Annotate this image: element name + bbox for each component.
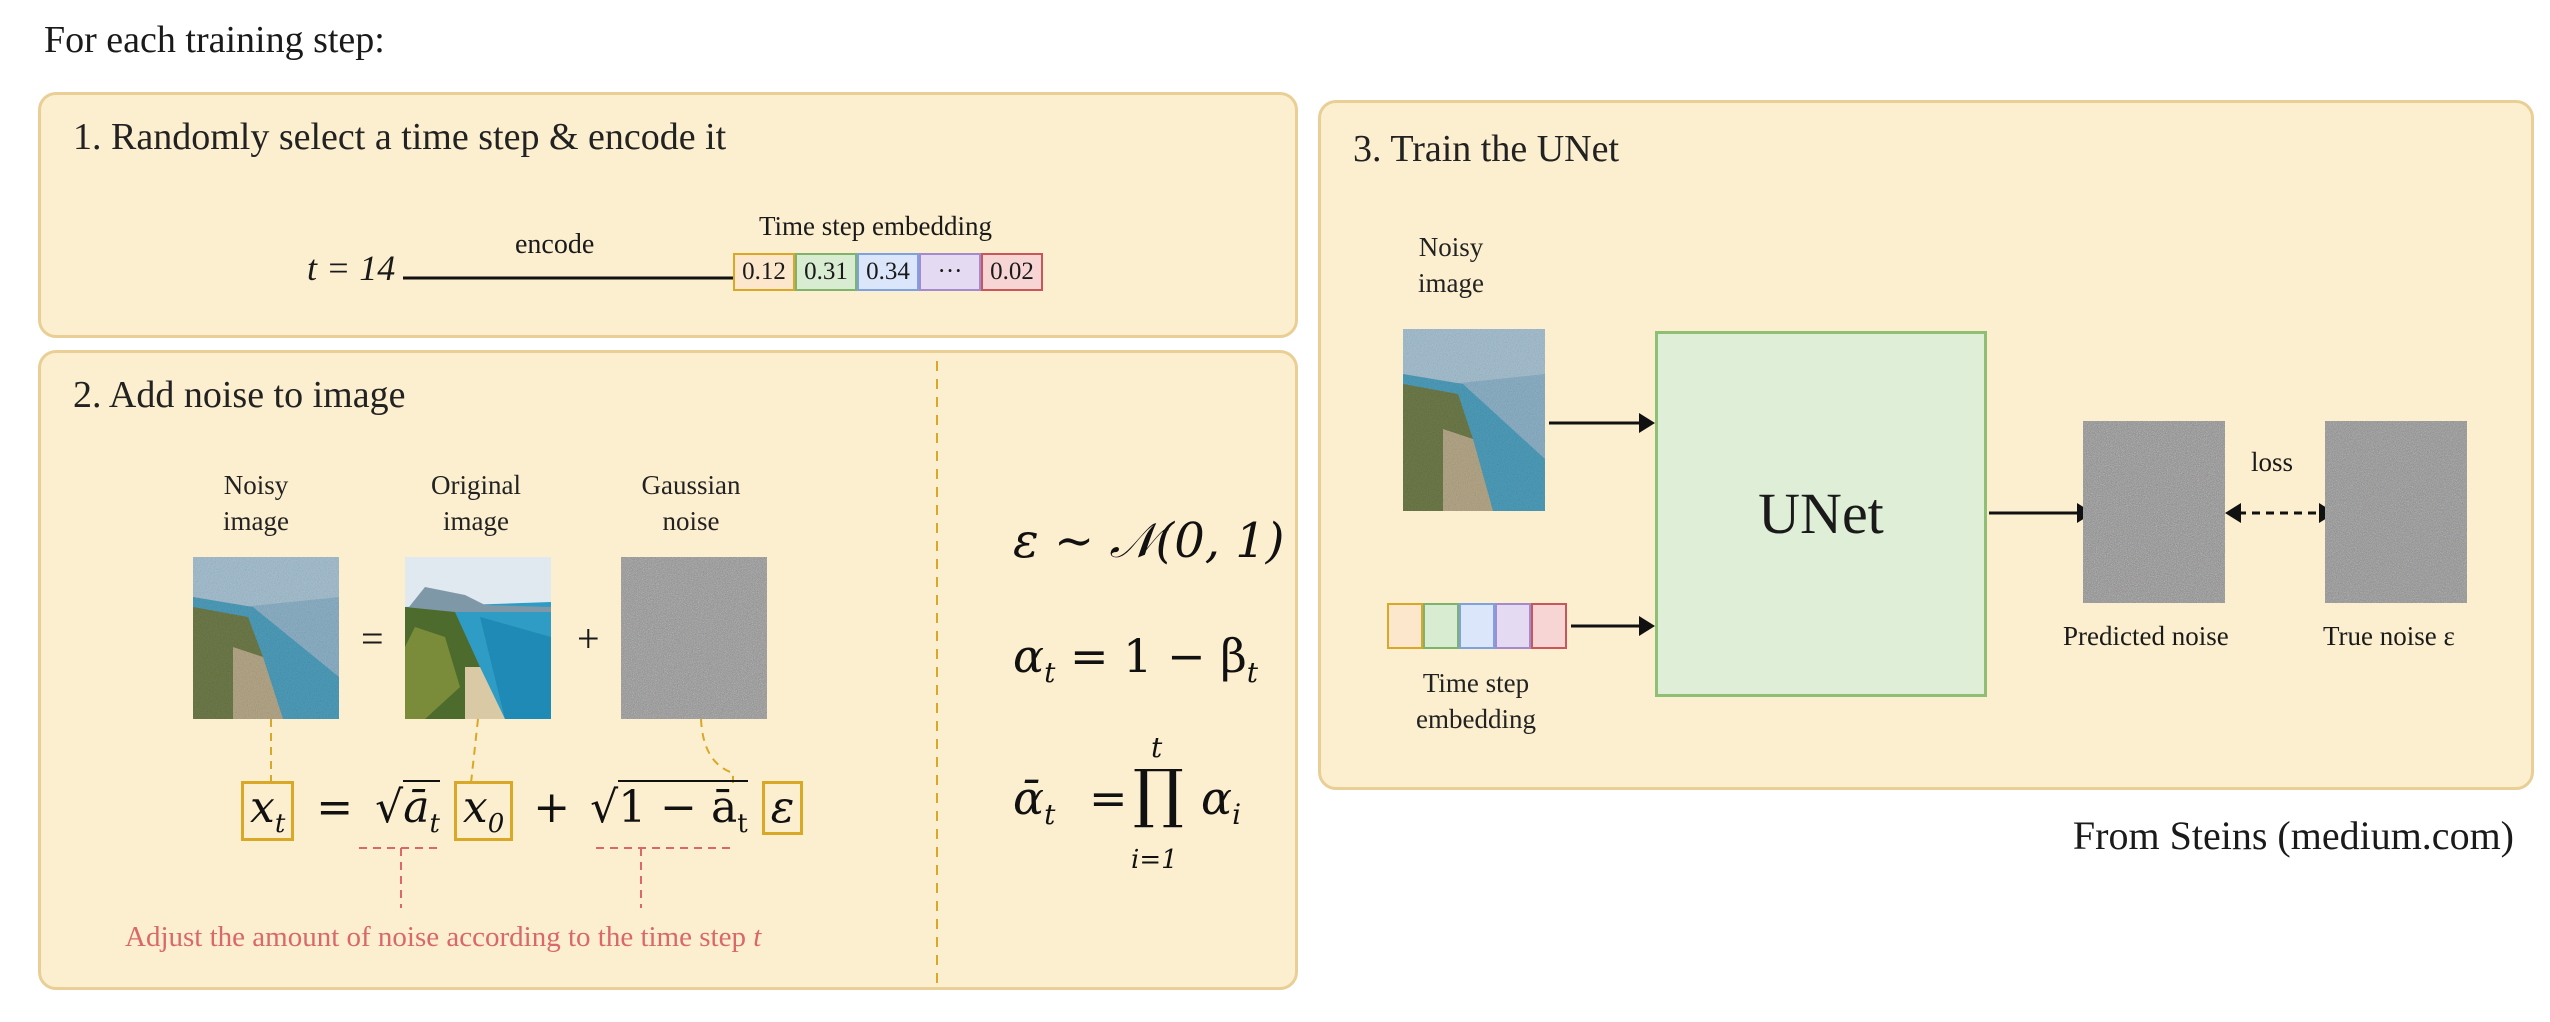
eq-xt-sub: t [274, 808, 286, 839]
embedding-cell-3: 0.34 [857, 253, 919, 291]
formula-alpha-rhs-sub: t [1246, 656, 1259, 690]
unet-label: UNet [1758, 481, 1884, 546]
panel-add-noise: 2. Add noise to image Noisy image Origin… [38, 350, 1298, 990]
unet-noisy-image-label: Noisy image [1376, 229, 1526, 302]
noise-equation: xt = √āt x0 + √1 − āt ε [241, 780, 804, 842]
eq-term-xt: xt [241, 781, 295, 842]
eq-abar-sub: t [429, 808, 440, 839]
formula-alpha: αt = 1 − βt [1013, 629, 1258, 689]
formula-abar-symbol: ᾱ [1013, 771, 1045, 825]
predicted-noise-image [2083, 421, 2225, 603]
original-image-label-line1: Original [431, 470, 521, 500]
unet-embedding-cell-1 [1387, 603, 1423, 649]
embedding-cell-2: 0.31 [795, 253, 857, 291]
gaussian-noise-label: Gaussian noise [611, 467, 771, 540]
eq-x0-sub: 0 [487, 808, 505, 839]
panel-train-unet: 3. Train the UNet Noisy image Time step … [1318, 100, 2534, 790]
unet-noisy-image-label-line1: Noisy [1418, 232, 1484, 262]
equals-sign: = [361, 616, 384, 661]
true-noise-image [2325, 421, 2467, 603]
gaussian-noise-label-line2: noise [662, 506, 720, 537]
unet-embedding-label-line2: embedding [1416, 704, 1536, 735]
formula-prod-symbol: ∏ [1133, 757, 1184, 831]
formula-prod-top: t [1151, 731, 1163, 764]
embedding-cell-ellipsis: ··· [919, 253, 981, 291]
panel-encode-timestep: 1. Randomly select a time step & encode … [38, 92, 1298, 338]
eq-term-eps: ε [761, 781, 804, 836]
eq-one-minus-sub: t [737, 808, 748, 839]
eq-one-minus: 1 − ā [618, 782, 738, 833]
unet-embedding-cell-3 [1459, 603, 1495, 649]
embedding-cell-1: 0.12 [733, 253, 795, 291]
formula-alpha-bar: ᾱt = t ∏ i=1 αi [1013, 731, 1273, 875]
formula-epsilon-dist: ε ∼ 𝒩(0, 1) [1013, 513, 1285, 569]
encode-label: encode [515, 229, 595, 260]
unet-embedding-label-line1: Time step [1422, 668, 1530, 698]
eq-plus: + [533, 782, 571, 833]
noisy-image-label-line1: Noisy [223, 470, 289, 500]
noisy-coast-image [193, 557, 339, 719]
unet-embedding-cell-2 [1423, 603, 1459, 649]
unet-embedding-cell-4 [1495, 603, 1531, 649]
noisy-image-label: Noisy image [181, 467, 331, 540]
eq-xt-var: x [250, 782, 275, 833]
plus-sign: + [577, 616, 600, 661]
unet-noisy-image-label-line2: image [1418, 268, 1484, 299]
formula-prod-term: αi [1201, 771, 1241, 831]
true-noise-label: True noise ε [2323, 621, 2455, 651]
gaussian-noise-label-line1: Gaussian [641, 470, 741, 500]
embedding-cell-last: 0.02 [981, 253, 1043, 291]
eq-sqrt-abar: √āt [375, 780, 440, 839]
source-credit: From Steins (medium.com) [2072, 813, 2514, 858]
unet-embedding-label: Time step embedding [1381, 665, 1571, 738]
eq-equals: = [316, 782, 354, 833]
eq-sqrt-one-minus: √1 − āt [590, 780, 748, 839]
noise-schedule-note-text: Adjust the amount of noise according to … [125, 921, 746, 953]
noise-schedule-note-t: t [753, 921, 762, 953]
formula-abar-sub: t [1044, 798, 1056, 832]
formula-alpha-rhs: = 1 − β [1069, 629, 1247, 683]
timestep-value: t = 14 [307, 248, 396, 288]
formula-prod-term-symbol: α [1201, 771, 1233, 825]
equation-connectors [270, 718, 734, 908]
eq-term-x0: x0 [453, 781, 514, 842]
page-heading: For each training step: [44, 19, 385, 61]
formula-prod-bottom: i=1 [1131, 845, 1178, 875]
encode-arrow [403, 268, 761, 288]
gaussian-noise-image [621, 557, 767, 719]
predicted-noise-label: Predicted noise [2063, 621, 2229, 651]
original-image-label: Original image [396, 467, 556, 540]
panel3-title: 3. Train the UNet [1353, 128, 1619, 170]
eq-abar-var: ā [403, 782, 430, 833]
embedding-label: Time step embedding [759, 211, 992, 241]
unet-block: UNet [1655, 331, 1987, 697]
original-coast-image [405, 557, 551, 719]
original-image-label-line2: image [443, 506, 509, 537]
panel2-divider [936, 361, 938, 983]
panel2-title: 2. Add noise to image [73, 374, 406, 416]
panel1-title: 1. Randomly select a time step & encode … [73, 116, 727, 158]
noise-schedule-note: Adjust the amount of noise according to … [125, 921, 761, 954]
unet-noisy-coast-image [1403, 329, 1545, 511]
formula-abar-equals: = [1089, 771, 1128, 825]
formula-alpha-var: α [1013, 629, 1045, 683]
formula-abar-var: ᾱt [1013, 771, 1055, 831]
formula-prod-term-sub: i [1232, 798, 1242, 832]
eq-x0-var: x [462, 782, 488, 833]
loss-label: loss [2251, 447, 2294, 477]
unet-embedding-cell-5 [1531, 603, 1567, 649]
noisy-image-label-line2: image [223, 506, 289, 537]
formula-alpha-sub: t [1044, 656, 1056, 690]
